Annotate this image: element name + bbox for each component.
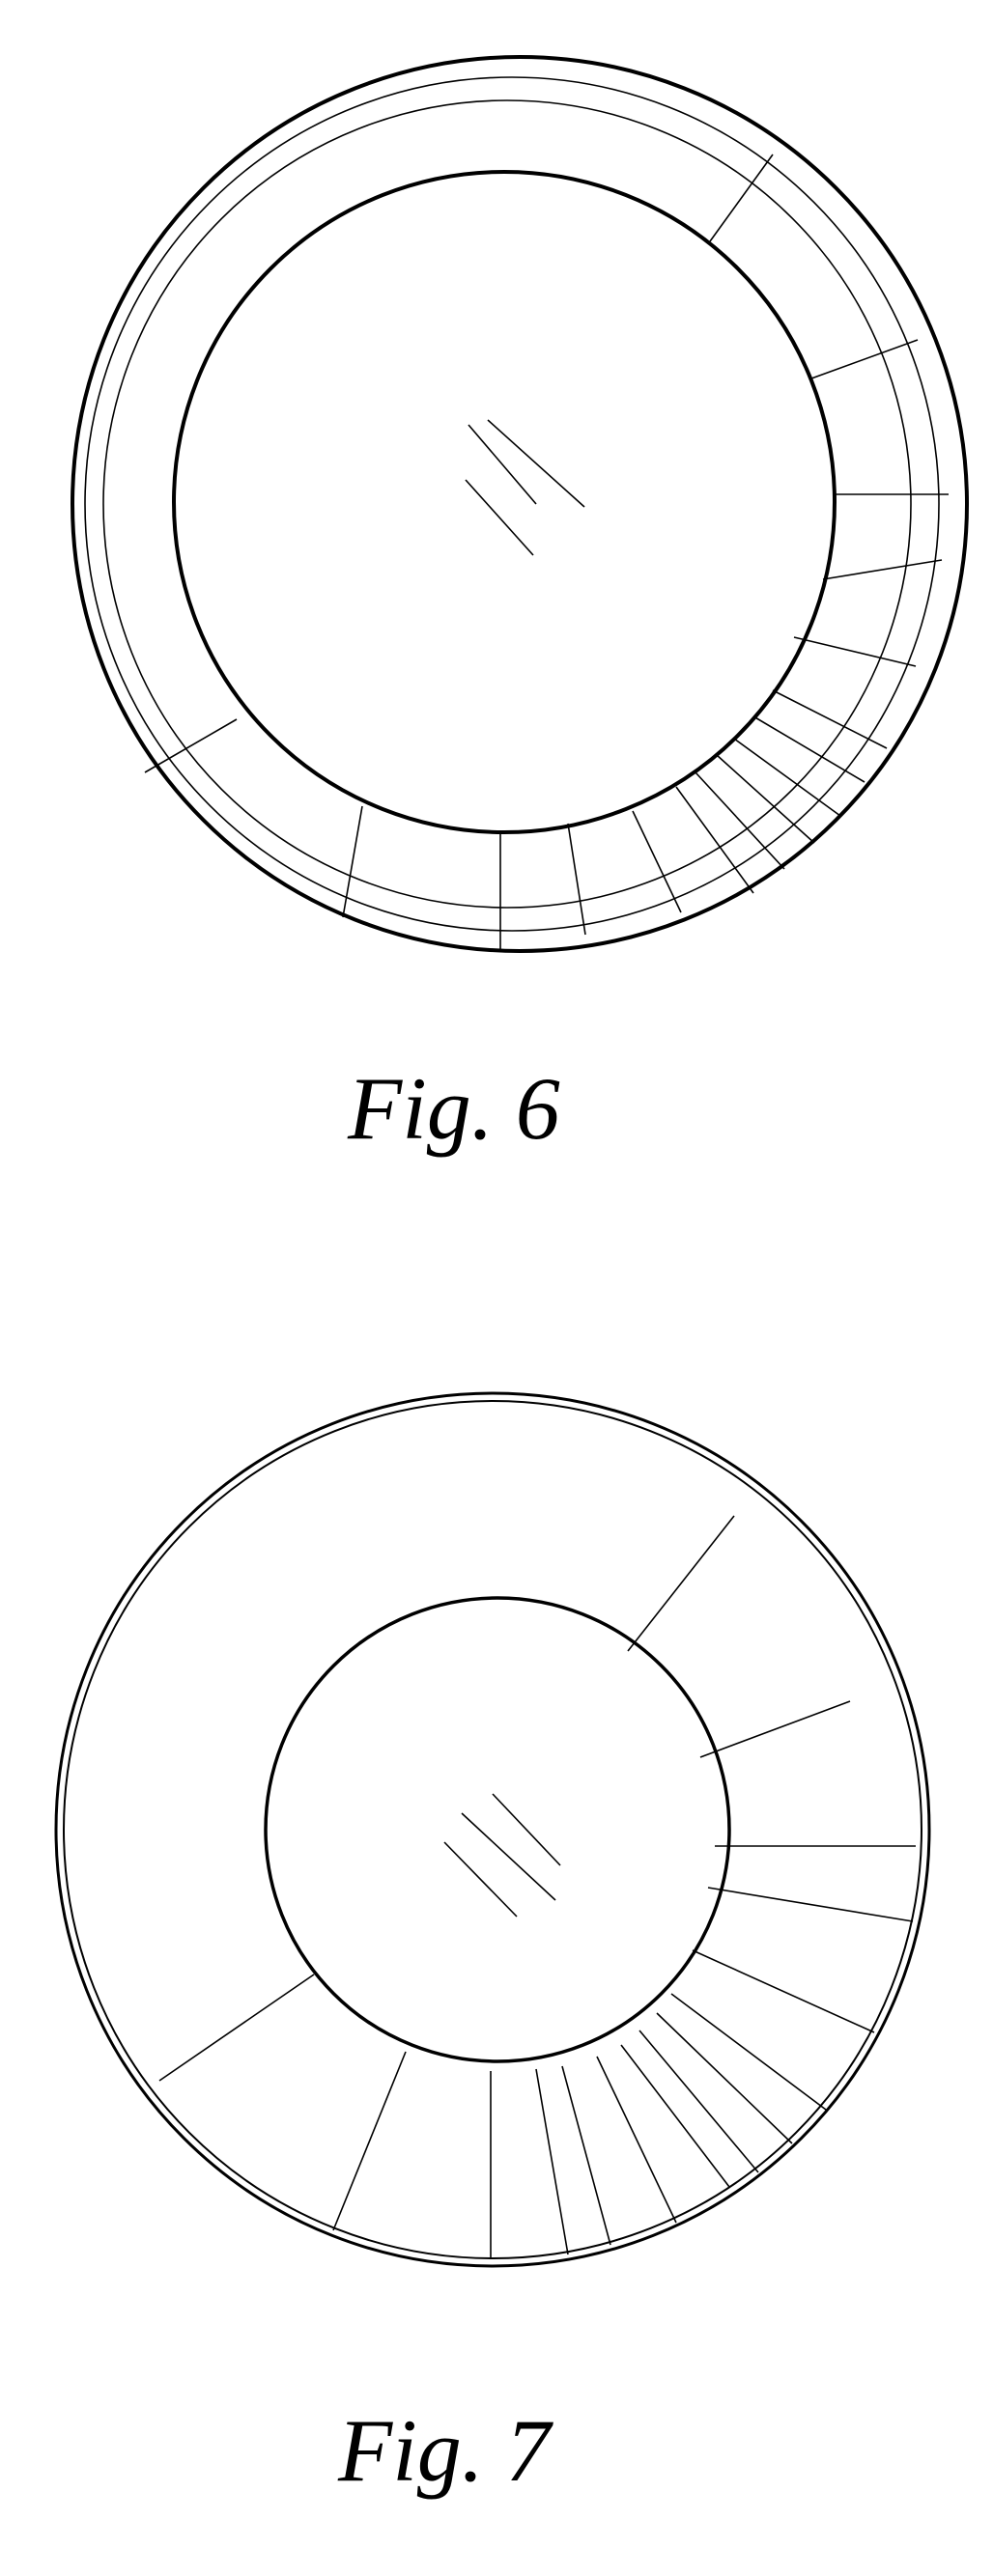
fig7-inner-rim (64, 1401, 922, 2258)
fig6-ring-2 (85, 77, 939, 931)
fig7-optic-zone (266, 1598, 729, 2061)
fig6-caption: Fig. 6 (348, 1057, 560, 1160)
fig7-lens-diagram (56, 1393, 929, 2266)
fig6-glass-hatch (466, 420, 584, 555)
fig7-caption: Fig. 7 (338, 2399, 551, 2502)
fig6-ring-3 (103, 100, 911, 908)
fig6-lens-diagram (72, 57, 967, 951)
fig7-glass-hatch (444, 1794, 560, 1917)
fig7-outer-rim (56, 1393, 929, 2266)
fig6-optic-zone (174, 172, 835, 832)
